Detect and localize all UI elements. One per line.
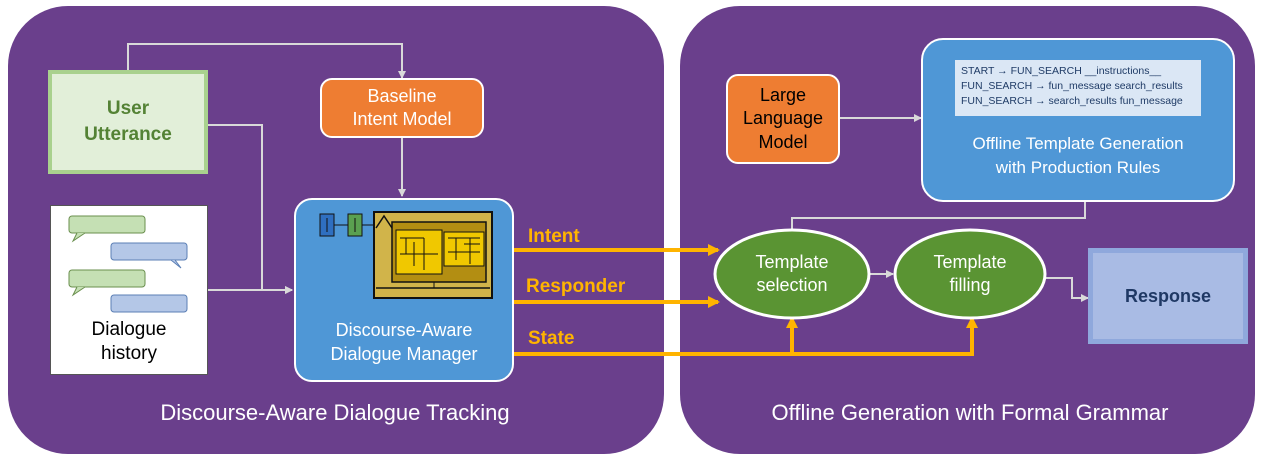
user-utterance-box: User Utterance	[48, 70, 208, 174]
response-box: Response	[1088, 248, 1248, 344]
llm-box: Large Language Model	[726, 74, 840, 164]
filling-to-response-arrow	[1045, 277, 1089, 302]
template-generation-box: START → FUN_SEARCH __instructions__ FUN_…	[921, 38, 1235, 202]
dialogue-history-box: Dialogue history	[50, 205, 208, 375]
template-filling-ellipse	[893, 228, 1047, 320]
user-utterance-label: User Utterance	[84, 98, 172, 145]
production-rule: START → FUN_SEARCH __instructions__	[961, 65, 1162, 77]
architecture-icon	[319, 211, 493, 299]
baseline-intent-model-label: Baseline Intent Model	[352, 85, 452, 129]
llm-label: Large Language Model	[742, 84, 824, 152]
dialogue-history-label: Dialogue history	[91, 319, 167, 364]
template-selection-label: Template selection	[755, 251, 829, 295]
production-rule: FUN_SEARCH → search_results fun_message	[961, 95, 1183, 107]
template-selection-ellipse	[713, 228, 871, 320]
chat-bubbles-icon	[68, 215, 188, 313]
response-label: Response	[1124, 285, 1212, 306]
state-flow-arrow	[510, 316, 978, 356]
dialogue-manager-box: Discourse-Aware Dialogue Manager	[294, 198, 514, 382]
responder-flow-label: Responder	[526, 276, 626, 297]
production-rules-panel: START → FUN_SEARCH __instructions__ FUN_…	[955, 60, 1201, 116]
dialogue-manager-label: Discourse-Aware Dialogue Manager	[330, 320, 478, 365]
production-rule: FUN_SEARCH → fun_message search_results	[961, 80, 1183, 92]
template-filling-label: Template filling	[933, 251, 1007, 295]
dialogue-tracking-caption: Discourse-Aware Dialogue Tracking	[160, 400, 510, 425]
utterance-to-intent-model-arrow	[127, 43, 406, 79]
offline-generation-caption: Offline Generation with Formal Grammar	[771, 400, 1169, 425]
intent-flow-label: Intent	[528, 226, 580, 247]
baseline-intent-model-box: Baseline Intent Model	[320, 78, 484, 138]
utterance-to-manager-arrow	[208, 124, 293, 294]
state-flow-label: State	[528, 328, 575, 349]
template-generation-label: Offline Template Generation with Product…	[972, 134, 1184, 177]
